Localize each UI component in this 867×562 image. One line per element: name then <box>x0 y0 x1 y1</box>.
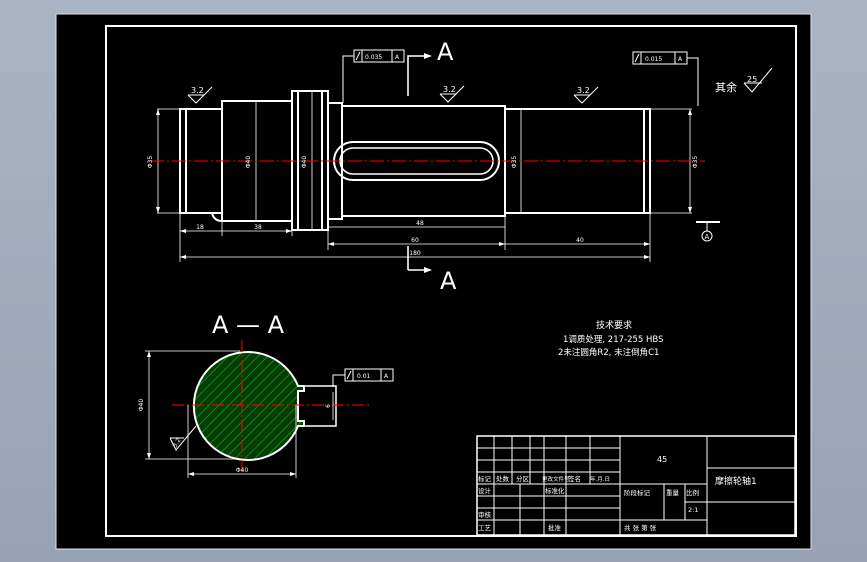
dim-left-dia: Φ35 <box>147 156 154 169</box>
section-roughness <box>169 425 197 451</box>
tb-design: 设计 <box>478 486 492 495</box>
tb-h-mark: 标记 <box>478 474 492 483</box>
dim-collar-dia-2: Φ40 <box>301 156 308 169</box>
tolerance-frame-3 <box>332 368 394 387</box>
tech-line-1: 1调质处理, 217-255 HBS <box>563 334 664 345</box>
section-letter-bottom: A <box>440 267 457 295</box>
section-view-title: A — A <box>212 311 285 339</box>
roughness-rest-value: 25 <box>747 75 757 84</box>
tb-sheets: 共 张 第 张 <box>624 523 657 532</box>
tb-material: 45 <box>657 455 667 464</box>
roughness-value-3: 3.2 <box>577 86 590 95</box>
datum-symbol <box>696 221 720 242</box>
datum-letter: A <box>705 233 710 241</box>
section-hatched-area <box>192 351 305 461</box>
roughness-symbol-3 <box>573 86 599 104</box>
roughness-symbol-2 <box>439 85 465 103</box>
tb-standardize: 标准化 <box>545 486 565 495</box>
tb-h-doc: 更改文件号 <box>542 475 570 483</box>
section-dim-key: 6 <box>325 404 332 408</box>
dim-bottom-2: 38 <box>254 224 262 231</box>
roughness-symbol-1 <box>187 86 213 104</box>
tolerance-datum-3: A <box>384 373 389 380</box>
dim-overall-total: 180 <box>409 250 421 257</box>
dim-bottom-3: 48 <box>416 220 424 227</box>
section-roughness-value: 3.2 <box>172 437 183 449</box>
tolerance-frame-1 <box>342 49 405 103</box>
tb-scale: 2:1 <box>688 506 698 514</box>
title-block <box>476 435 796 536</box>
tb-h-date: 年.月.日 <box>590 475 610 483</box>
tolerance-datum-1: A <box>395 54 400 61</box>
tech-title: 技术要求 <box>596 319 632 331</box>
tb-approve: 批准 <box>548 523 562 532</box>
roughness-value-1: 3.2 <box>191 86 204 95</box>
tb-scale-label: 比例 <box>686 488 699 497</box>
section-letter-top: A <box>437 38 454 66</box>
tb-h-zone: 分区 <box>516 474 530 483</box>
tolerance-value-1: 0.035 <box>365 54 382 61</box>
roughness-symbol-rest <box>743 67 773 93</box>
dimension-lines <box>157 91 691 258</box>
tech-line-2: 2未注圆角R2, 未注倒角C1 <box>558 347 659 358</box>
tolerance-value-3: 0.01 <box>357 373 371 380</box>
section-mark-top <box>407 55 430 96</box>
dimension-arrows <box>156 109 692 259</box>
tb-process: 工艺 <box>478 524 492 532</box>
dim-right-dia: Φ35 <box>692 156 699 169</box>
section-dim-width: Φ40 <box>236 467 249 474</box>
tb-stage: 阶段标记 <box>624 488 651 497</box>
roughness-value-2: 3.2 <box>443 85 456 94</box>
section-dim-height: Φ40 <box>138 399 145 412</box>
drawing-sheet <box>55 13 812 550</box>
dim-mid-dia: Φ35 <box>511 156 518 169</box>
tb-review: 审核 <box>478 510 492 519</box>
tb-weight: 重量 <box>666 489 680 497</box>
dim-overall-1: 60 <box>411 237 419 244</box>
dim-collar-dia: Φ40 <box>245 156 252 169</box>
tolerance-datum-2: A <box>678 56 683 63</box>
tolerance-frame-2 <box>632 51 699 106</box>
dim-overall-2: 40 <box>576 237 584 244</box>
tb-h-sign: 签名 <box>568 474 581 483</box>
tb-part-name: 摩擦轮轴1 <box>715 475 757 487</box>
dim-bottom-1: 18 <box>196 224 204 231</box>
extension-lines <box>157 108 692 262</box>
drawing-border <box>105 25 797 537</box>
roughness-rest-label: 其余 <box>715 80 737 94</box>
section-view: Φ40 Φ40 6 3.2 <box>138 340 372 478</box>
tb-h-count: 处数 <box>496 474 510 483</box>
tolerance-value-2: 0.015 <box>645 56 662 63</box>
